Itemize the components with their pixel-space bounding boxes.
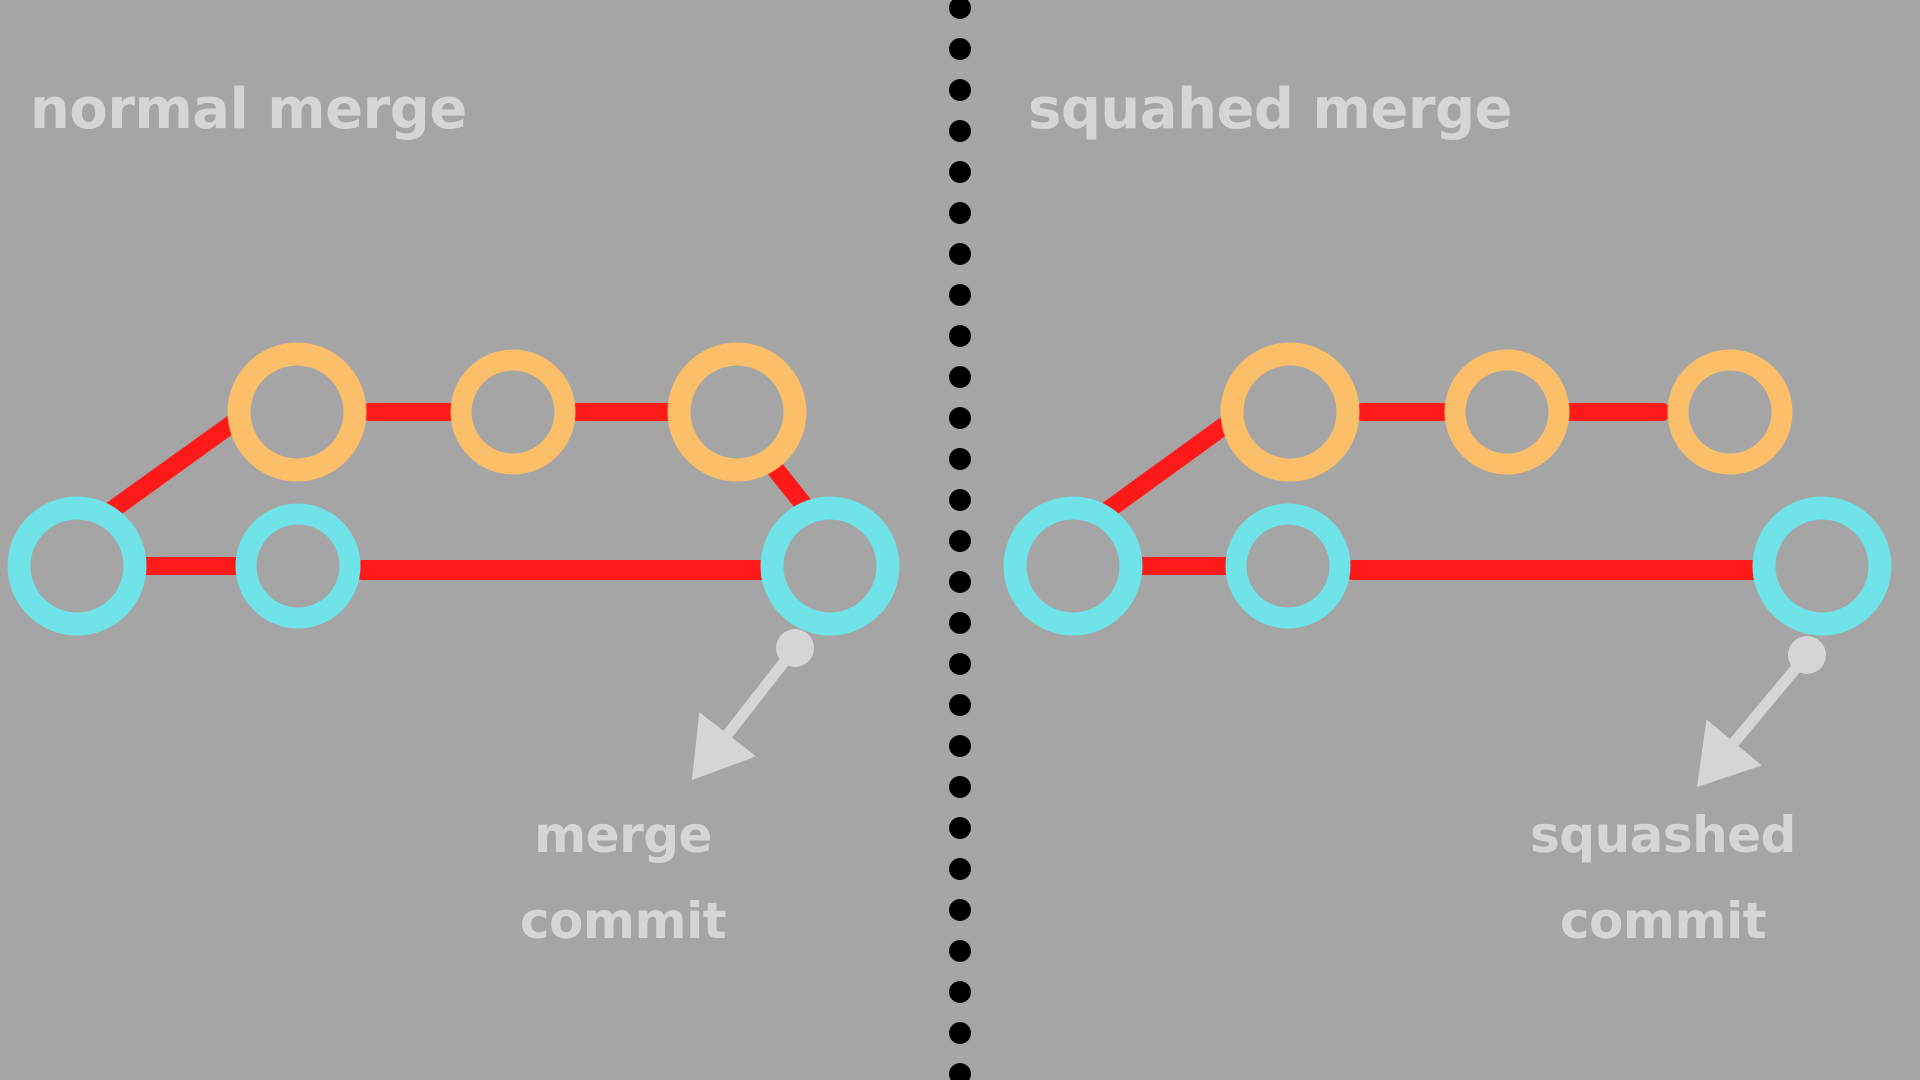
divider-dot [949,38,971,60]
panel-title-squashed-merge: squahed merge [1028,77,1512,142]
main-commit-node-2[interactable] [235,503,361,629]
divider-dot [949,612,971,634]
panel-title-normal-merge: normal merge [30,77,467,142]
divider-dot [949,161,971,183]
annotation-arrowhead [692,712,757,780]
divider-dot [949,79,971,101]
divider-layer [949,0,971,1080]
branch-out-edge [1099,409,1244,519]
divider-dot [949,858,971,880]
divider-dot [949,448,971,470]
divider-dot [949,1063,971,1080]
divider-dot [949,694,971,716]
divider-dot [949,735,971,757]
main-commit-node-1[interactable] [1003,496,1143,636]
divider-dot [949,571,971,593]
panel-squashed-merge: squahed merge squashed commit [1003,77,1892,950]
divider-dot [949,981,971,1003]
divider-dot [949,653,971,675]
main-commit-node-3[interactable] [1752,496,1892,636]
annotation-arrowhead [1697,719,1762,787]
main-commit-node-3[interactable] [760,496,900,636]
divider-dot [949,0,971,19]
squashed-commit-annotation [1697,636,1826,787]
divider-dot [949,243,971,265]
annotation-shaft [718,644,800,744]
divider-dot [949,776,971,798]
annotation-label-line-2: commit [1560,892,1766,950]
divider-dot [949,940,971,962]
divider-dot [949,899,971,921]
feature-commit-node-1[interactable] [227,342,367,482]
annotation-label-line-1: squashed [1530,806,1796,864]
divider-dot [949,489,971,511]
divider-dot [949,817,971,839]
annotation-label-line-1: merge [534,806,712,864]
merge-commit-annotation [692,629,814,780]
feature-commit-node-2[interactable] [450,349,576,475]
divider-dot [949,1022,971,1044]
feature-commit-node-1[interactable] [1220,342,1360,482]
divider-dot [949,407,971,429]
divider-dot [949,120,971,142]
feature-commit-node-2[interactable] [1444,349,1570,475]
feature-commit-node-3[interactable] [1667,349,1793,475]
annotation-label-line-2: commit [520,892,726,950]
divider-dot [949,202,971,224]
divider-dot [949,530,971,552]
main-commit-node-2[interactable] [1225,503,1351,629]
divider-dot [949,325,971,347]
branch-out-edge [103,409,249,519]
feature-commit-node-3[interactable] [667,342,807,482]
annotation-shaft [1724,651,1812,753]
divider-dot [949,284,971,306]
divider-dot [949,366,971,388]
main-commit-node-1[interactable] [7,496,147,636]
panel-normal-merge: normal merge merge commit [7,77,900,950]
